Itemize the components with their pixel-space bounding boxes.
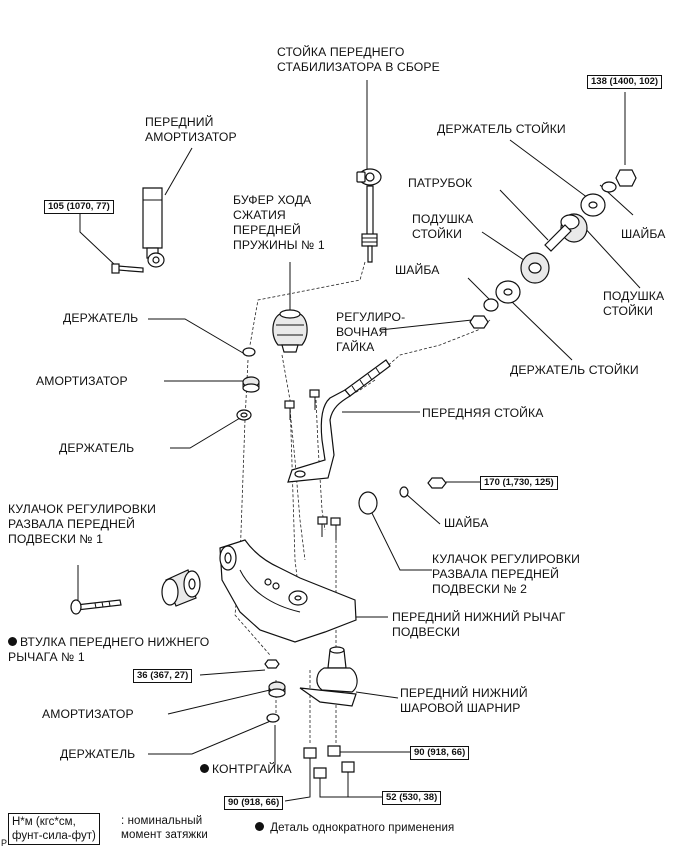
lower-arm-label: ПЕРЕДНИЙ НИЖНИЙ РЫЧАГ ПОДВЕСКИ [392,610,566,639]
retainer-3-label: ДЕРЖАТЕЛЬ [60,747,136,761]
corner-mark: P [1,838,8,848]
washer-top-label: ШАЙБА [621,227,666,241]
lower-arm-drawing [219,539,357,643]
adjusting-nut-label: РЕГУЛИРО- ВОЧНАЯ ГАЙКА [336,310,406,354]
leader-lines [79,80,641,802]
strut-parts-drawing [469,169,637,329]
link-retainer-top-label: ДЕРЖАТЕЛЬ СТОЙКИ [437,122,566,136]
front-strut-label: ПЕРЕДНЯЯ СТОЙКА [422,406,544,420]
retainer-damper-drawing [236,347,260,421]
lock-nut-text: КОНТРГАЙКА [212,762,292,776]
front-shock-label: ПЕРЕДНИЙ АМОРТИЗАТОР [145,115,237,144]
bump-stopper-label: БУФЕР ХОДА СЖАТИЯ ПЕРЕДНЕЙ ПРУЖИНЫ № 1 [233,193,325,252]
torque-90-right: 90 (918, 66) [410,746,470,760]
camber-cam-2-label: КУЛАЧОК РЕГУЛИРОВКИ РАЗВАЛА ПЕРЕДНЕЙ ПОД… [432,552,581,596]
stabilizer-link-label: СТОЙКА ПЕРЕДНЕГО СТАБИЛИЗАТОРА В СБОРЕ [277,45,440,74]
cam-bolt-drawing [70,565,122,615]
bolts-drawing [284,389,341,540]
damper-2-label: АМОРТИЗАТОР [42,707,134,721]
lock-nut-label: КОНТРГАЙКА [200,762,292,777]
damper-1-label: АМОРТИЗАТОР [36,374,128,388]
lower-arm-bushing-label: ВТУЛКА ПЕРЕДНЕГО НИЖНЕГО РЫЧАГА № 1 [8,635,209,665]
strut-cushion-right-label: ПОДУШКА СТОЙКИ [603,289,665,318]
non-reusable-dot-icon [255,822,264,832]
retainer-2-label: ДЕРЖАТЕЛЬ [59,441,135,455]
washer-mid-label: ШАЙБА [395,263,440,277]
camber-cam-1-label: КУЛАЧОК РЕГУЛИРОВКИ РАЗВАЛА ПЕРЕДНЕЙ ПОД… [8,502,157,546]
non-reusable-dot-icon [8,637,17,647]
bump-stopper-drawing [272,309,308,353]
link-retainer-bottom-label: ДЕРЖАТЕЛЬ СТОЙКИ [510,363,639,377]
stabilizer-link-drawing [356,168,382,263]
front-strut-drawing [287,359,391,483]
torque-170: 170 (1,730, 125) [480,476,558,490]
torque-36: 36 (367, 27) [133,669,193,683]
torque-unit-description: : номинальный момент затяжки [121,815,208,841]
ball-joint-label: ПЕРЕДНИЙ НИЖНИЙ ШАРОВОЙ ШАРНИР [400,686,528,715]
lower-arm-bushing-text: ВТУЛКА ПЕРЕДНЕГО НИЖНЕГО РЫЧАГА № 1 [8,635,210,664]
bushing-drawing [161,569,201,607]
washer-right-label: ШАЙБА [444,516,489,530]
lower-damper-drawing [264,659,286,723]
torque-138: 138 (1400, 102) [587,75,663,89]
bottom-nuts-drawing [303,745,355,779]
front-shock-drawing [111,187,165,274]
torque-105: 105 (1070, 77) [44,200,114,214]
torque-unit-legend-box: Н*м (кгс*см, фунт-сила-фут) [8,813,100,845]
cam-washer-drawing [358,477,447,515]
non-reusable-legend: Деталь однократного применения [255,821,454,836]
bushing-pipe-label: ПАТРУБОК [408,176,473,190]
torque-90-left: 90 (918, 66) [224,796,284,810]
ball-joint-drawing [299,646,358,707]
retainer-1-label: ДЕРЖАТЕЛЬ [63,311,139,325]
strut-cushion-left-label: ПОДУШКА СТОЙКИ [412,212,474,241]
non-reusable-dot-icon [200,764,209,774]
torque-52: 52 (530, 38) [382,791,442,805]
non-reusable-legend-text: Деталь однократного применения [270,822,455,834]
